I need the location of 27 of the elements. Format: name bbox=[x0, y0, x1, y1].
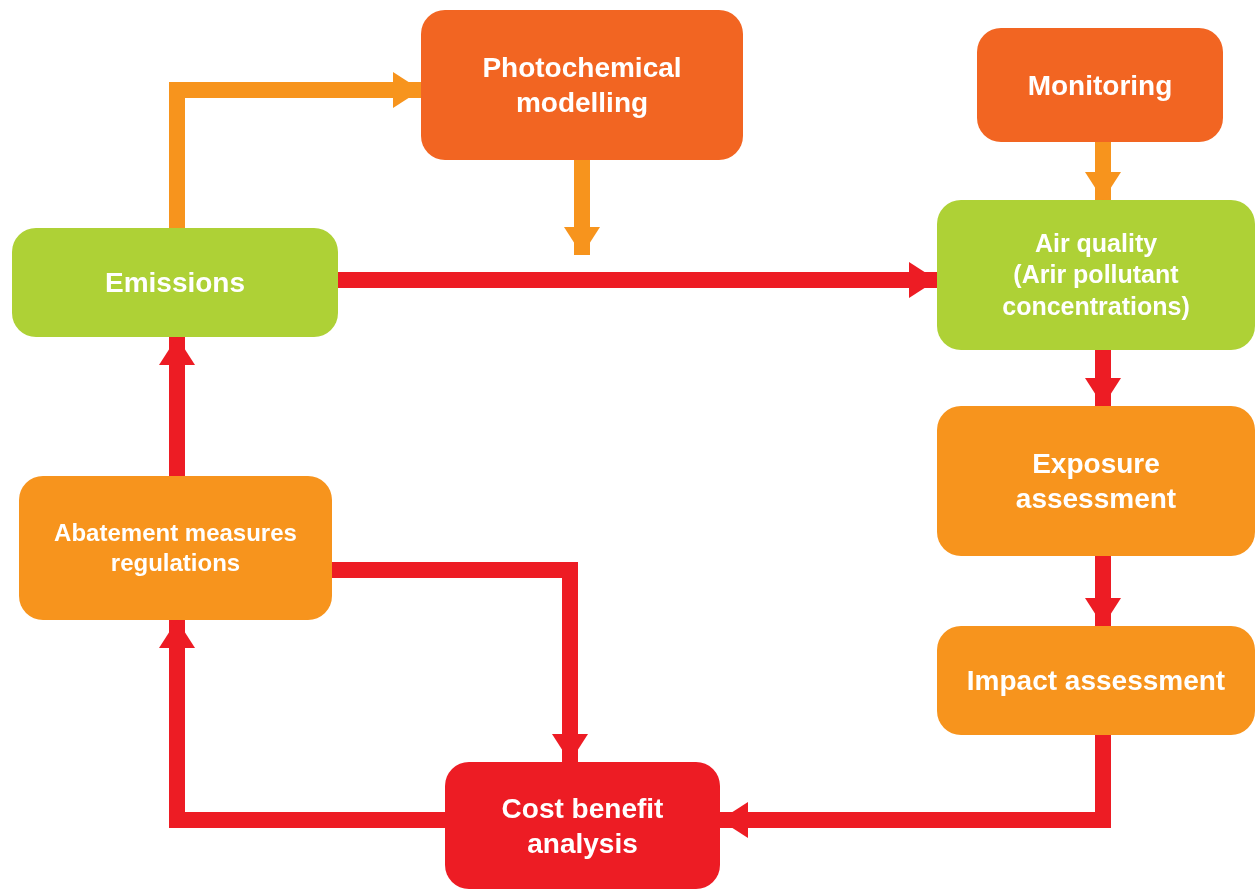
process-box bbox=[937, 626, 1255, 735]
process-box bbox=[977, 28, 1223, 142]
process-box bbox=[937, 200, 1255, 350]
arrow bbox=[338, 262, 937, 298]
process-box bbox=[445, 762, 720, 889]
arrow bbox=[564, 160, 600, 255]
box-label: Abatement measures regulations bbox=[53, 518, 298, 578]
box-label: Emissions bbox=[104, 266, 246, 300]
box-label: Photochemical modelling bbox=[481, 51, 683, 120]
process-box bbox=[19, 476, 332, 620]
box-label: (Arir pollutant concentrations) bbox=[1001, 259, 1191, 322]
process-box bbox=[12, 228, 338, 337]
box-label: Monitoring bbox=[1027, 68, 1173, 103]
arrow bbox=[720, 735, 1111, 838]
arrow bbox=[169, 72, 421, 228]
arrow bbox=[1085, 556, 1121, 626]
arrow bbox=[1085, 142, 1121, 200]
process-box bbox=[937, 406, 1255, 556]
process-box bbox=[421, 10, 743, 160]
arrow bbox=[332, 562, 588, 762]
box-label: Impact assessment bbox=[966, 664, 1226, 698]
box-label: Cost benefit analysis bbox=[500, 791, 665, 861]
arrow bbox=[159, 620, 445, 828]
arrow bbox=[159, 337, 195, 476]
arrow bbox=[1085, 350, 1121, 406]
box-label: Exposure assessment bbox=[1014, 447, 1178, 516]
box-label: Air quality bbox=[1034, 228, 1158, 260]
